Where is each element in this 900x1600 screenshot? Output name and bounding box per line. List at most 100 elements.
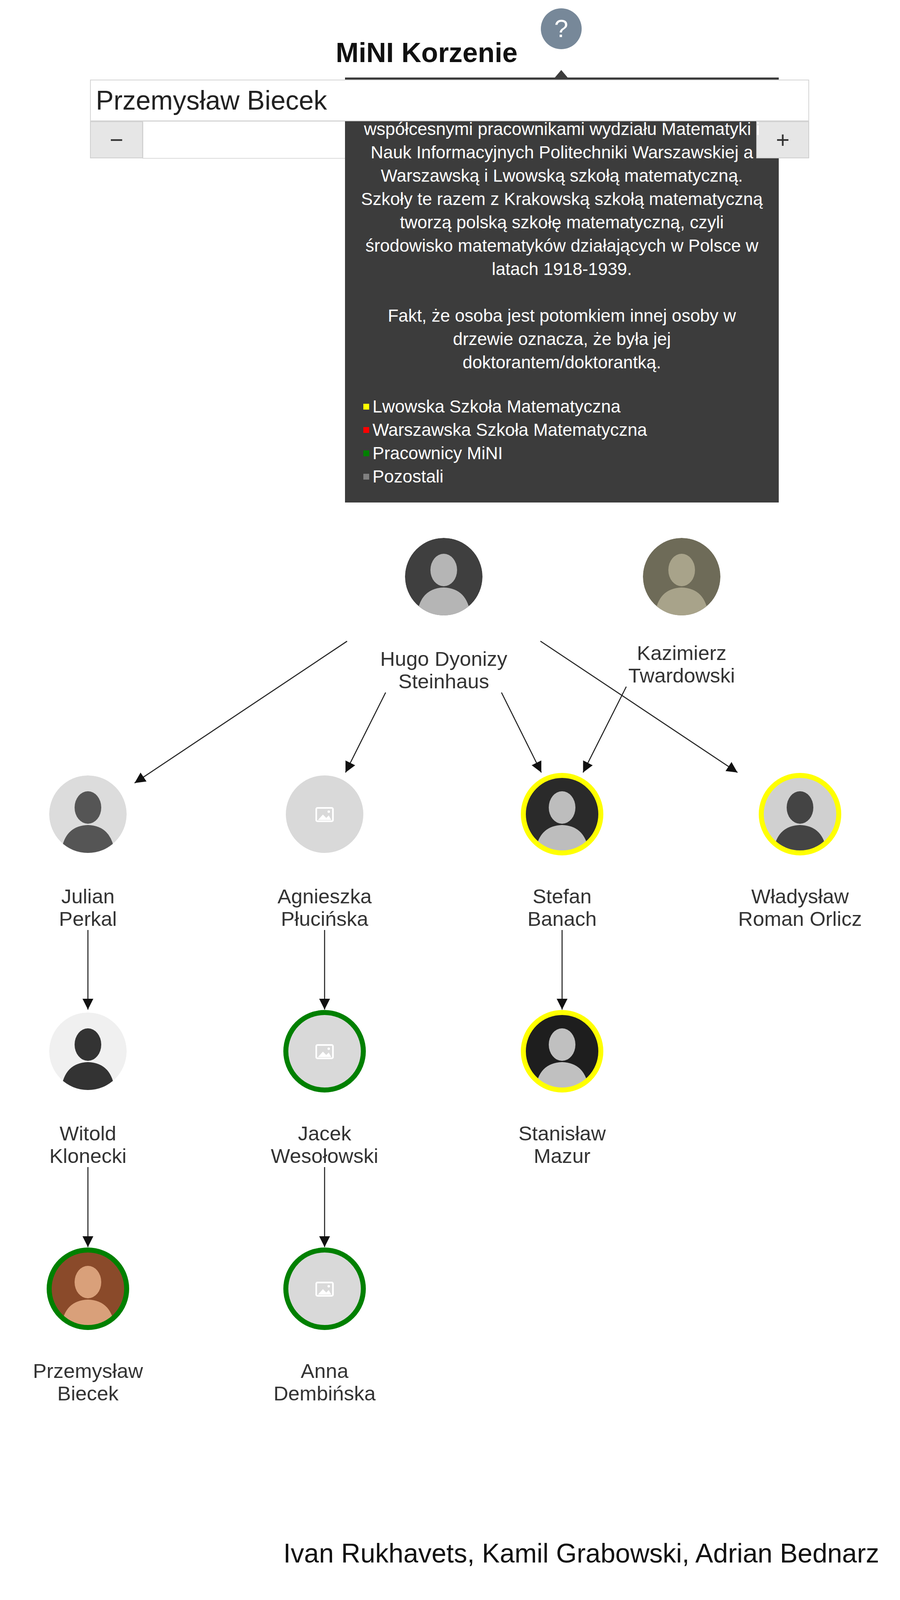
photo-head xyxy=(548,791,576,824)
help-icon: ? xyxy=(540,8,582,50)
legend-swatch xyxy=(363,473,370,480)
advisor-arrow xyxy=(345,692,386,773)
photo-head xyxy=(430,553,458,587)
legend-text: Pozostali xyxy=(372,466,444,487)
photo-head xyxy=(74,791,102,824)
advisor-arrow xyxy=(501,692,542,773)
tooltip-paragraph: Fakt, że osoba jest potomkiem innej osob… xyxy=(360,304,764,375)
placeholder-ground xyxy=(285,1012,364,1090)
image-icon xyxy=(327,1285,330,1288)
portrait xyxy=(46,1247,130,1331)
legend-text: Pracownicy MiNI xyxy=(372,443,503,463)
portrait xyxy=(282,1009,367,1093)
button-label: + xyxy=(757,122,809,158)
photo-head xyxy=(548,1028,576,1061)
person-name: Hugo Dyonizy Steinhaus xyxy=(347,647,540,693)
legend-item: Pracownicy MiNI xyxy=(363,441,764,465)
person-name: Anna Dembińska xyxy=(268,1359,381,1405)
image-icon xyxy=(316,1045,333,1059)
placeholder-ground xyxy=(285,775,364,853)
image-icon xyxy=(316,1282,333,1296)
photo-head xyxy=(786,791,814,824)
advisor-arrow xyxy=(324,1167,326,1248)
photo-shoulders xyxy=(654,587,709,619)
info-tooltip: Drzewo genealogicznie pokazujące związki… xyxy=(345,77,779,503)
zoom-button: − xyxy=(90,121,143,159)
legend-swatch xyxy=(363,427,370,433)
school-ring xyxy=(49,1250,127,1328)
person-node: Anna Dembińska xyxy=(267,1247,382,1405)
person-node: Stefan Banach xyxy=(515,772,609,930)
school-ring xyxy=(761,775,839,853)
person-node: Agnieszka Płucińska xyxy=(265,772,384,930)
photo-head xyxy=(74,1265,102,1299)
help-mark: ? xyxy=(540,8,582,50)
person-name: Stanisław Mazur xyxy=(510,1122,615,1168)
person-node: Witold Klonecki xyxy=(39,1009,137,1168)
photo-head xyxy=(668,553,695,587)
school-ring xyxy=(285,1012,364,1090)
advisor-arrow xyxy=(87,1167,89,1248)
credits: Ivan Rukhavets, Kamil Grabowski, Adrian … xyxy=(283,1537,880,1570)
portrait xyxy=(282,1247,367,1331)
image-icon xyxy=(316,807,333,822)
search-input: Przemysław Biecek xyxy=(90,79,810,122)
advisor-arrow xyxy=(324,930,326,1010)
photo-head xyxy=(74,1028,102,1061)
photo-shoulders xyxy=(60,825,115,856)
photo-shoulders xyxy=(60,1062,115,1093)
portrait xyxy=(520,772,604,856)
button-label: − xyxy=(90,122,143,158)
placeholder-ground xyxy=(285,1250,364,1328)
advisor-arrow xyxy=(561,930,563,1010)
person-name: Stefan Banach xyxy=(516,885,608,930)
advisor-arrow xyxy=(134,641,348,783)
person-name: Julian Perkal xyxy=(42,885,134,930)
tooltip-pointer xyxy=(554,70,569,79)
advisor-arrow xyxy=(582,686,627,773)
image-icon xyxy=(317,1289,332,1295)
legend-text: Warszawska Szkoła Matematyczna xyxy=(372,420,648,440)
person-name: Przemysław Biecek xyxy=(23,1359,153,1405)
person-name: Witold Klonecki xyxy=(40,1122,136,1168)
portrait xyxy=(282,772,367,856)
person-name: Jacek Wesołowski xyxy=(262,1122,388,1168)
portrait xyxy=(520,1009,604,1093)
zoom-button: + xyxy=(756,121,810,159)
school-ring xyxy=(523,775,601,853)
legend-item: Warszawska Szkoła Matematyczna xyxy=(363,418,764,442)
person-name: Agnieszka Płucińska xyxy=(266,885,383,930)
person-name: Władysław Roman Orlicz xyxy=(729,885,871,930)
person-node: Kazimierz Twardowski xyxy=(620,535,743,687)
person-node: Przemysław Biecek xyxy=(22,1247,154,1405)
person-node: Stanisław Mazur xyxy=(509,1009,615,1168)
person-name: Kazimierz Twardowski xyxy=(621,641,743,687)
image-icon xyxy=(327,1047,330,1050)
portrait xyxy=(640,535,724,619)
person-node: Julian Perkal xyxy=(41,772,135,930)
person-node: Jacek Wesołowski xyxy=(261,1009,388,1168)
input-value: Przemysław Biecek xyxy=(90,80,809,121)
school-ring xyxy=(285,1250,364,1328)
tooltip-paragraph: Drzewo genealogicznie pokazujące związki… xyxy=(360,94,764,281)
image-icon xyxy=(317,1051,332,1058)
legend-text: Lwowska Szkoła Matematyczna xyxy=(372,396,621,417)
legend-item: Pozostali xyxy=(363,465,764,489)
legend: Lwowska Szkoła MatematycznaWarszawska Sz… xyxy=(360,395,764,489)
legend-swatch xyxy=(363,403,370,410)
person-node: Władysław Roman Orlicz xyxy=(728,772,872,930)
portrait xyxy=(46,772,130,856)
page-title: MiNI Korzenie xyxy=(218,36,635,69)
portrait xyxy=(758,772,842,856)
photo-shoulders xyxy=(416,587,471,619)
image-icon xyxy=(317,814,332,820)
advisor-arrow xyxy=(87,930,89,1010)
legend-swatch xyxy=(363,450,370,457)
image-icon xyxy=(327,810,330,813)
portrait xyxy=(402,535,486,619)
school-ring xyxy=(523,1012,601,1090)
person-node: Hugo Dyonizy Steinhaus xyxy=(347,535,541,693)
portrait xyxy=(46,1009,130,1093)
legend-item: Lwowska Szkoła Matematyczna xyxy=(363,395,764,419)
